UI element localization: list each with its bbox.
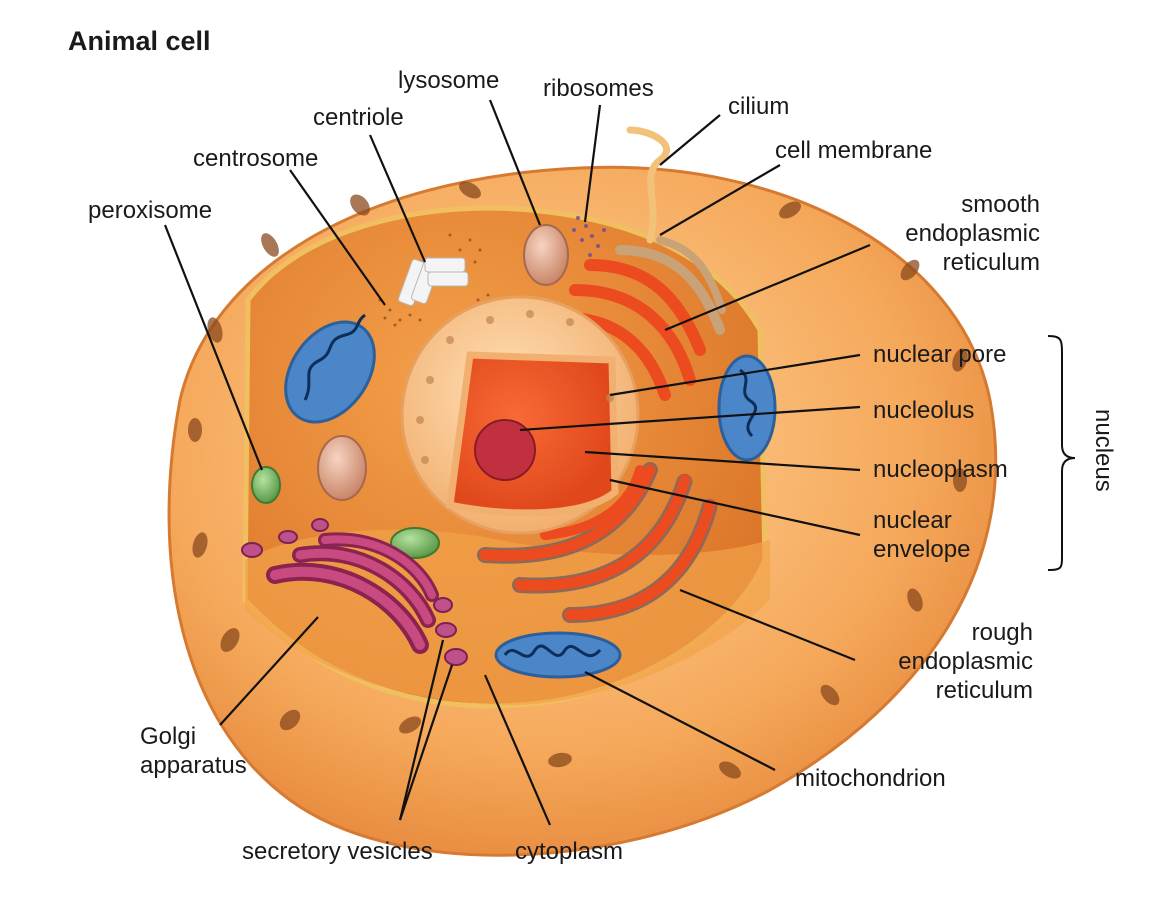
- green-vesicle-shape: [390, 527, 440, 559]
- nucleus-bracket: [1047, 335, 1076, 571]
- centriole-shape: [397, 256, 469, 307]
- label-nuclear-pore: nuclear pore: [873, 341, 1007, 368]
- label-nuclear-envelope-line-1: nuclear: [873, 507, 952, 534]
- golgi-apparatus-shape: [266, 532, 439, 654]
- ribosomes-shape: [572, 216, 606, 257]
- secretory-vesicles-shape: [241, 518, 468, 666]
- nucleolus-shape: [474, 419, 536, 481]
- label-ribosomes: ribosomes: [543, 75, 654, 102]
- lysosome-shape: [523, 224, 569, 286]
- mitochondrion-left-shape: [284, 313, 376, 424]
- label-secretory-vesicles: secretory vesicles: [242, 838, 433, 865]
- label-cell-membrane: cell membrane: [775, 137, 933, 164]
- label-cytoplasm: cytoplasm: [515, 838, 624, 865]
- label-nucleoplasm: nucleoplasm: [873, 456, 1008, 483]
- label-golgi-line-1: Golgi: [140, 723, 197, 750]
- label-peroxisome: peroxisome: [88, 197, 213, 224]
- label-nucleolus: nucleolus: [873, 397, 975, 424]
- label-rough-er-line-1: rough: [971, 619, 1033, 646]
- label-rough-er-line-2: endoplasmic: [898, 648, 1033, 675]
- rough-er-shape: [477, 462, 718, 623]
- label-centriole: centriole: [313, 104, 404, 131]
- nucleus-shape: [400, 295, 640, 535]
- label-smooth-er: smooth endoplasmic reticulum: [880, 190, 1040, 277]
- label-lysosome: lysosome: [398, 67, 500, 94]
- label-nuclear-envelope: nuclear envelope: [873, 506, 970, 564]
- label-rough-er: rough endoplasmic reticulum: [870, 618, 1033, 705]
- label-centrosome: centrosome: [193, 145, 319, 172]
- nucleoplasm-shape: [446, 351, 619, 517]
- label-smooth-er-line-1: smooth: [961, 191, 1040, 218]
- label-smooth-er-line-3: reticulum: [942, 249, 1040, 276]
- cilium-shape: [626, 126, 671, 244]
- label-cilium: cilium: [728, 93, 790, 120]
- peroxisome-shape: [251, 466, 281, 504]
- label-rough-er-line-3: reticulum: [935, 677, 1033, 704]
- smooth-er-shape: [564, 236, 726, 401]
- label-nuclear-envelope-line-2: envelope: [873, 536, 971, 563]
- label-nucleus: nucleus: [1090, 409, 1117, 492]
- label-golgi: Golgi apparatus: [140, 722, 247, 780]
- diagram-title: Animal cell: [68, 26, 211, 56]
- mitochondrion-bottom-shape: [494, 631, 622, 679]
- label-golgi-line-2: apparatus: [140, 752, 247, 779]
- label-mitochondrion: mitochondrion: [795, 765, 946, 792]
- mitochondrion-right-shape: [717, 354, 777, 462]
- leader-lines: [163, 99, 871, 826]
- lysosome-2-shape: [317, 435, 367, 501]
- label-smooth-er-line-2: endoplasmic: [905, 220, 1040, 247]
